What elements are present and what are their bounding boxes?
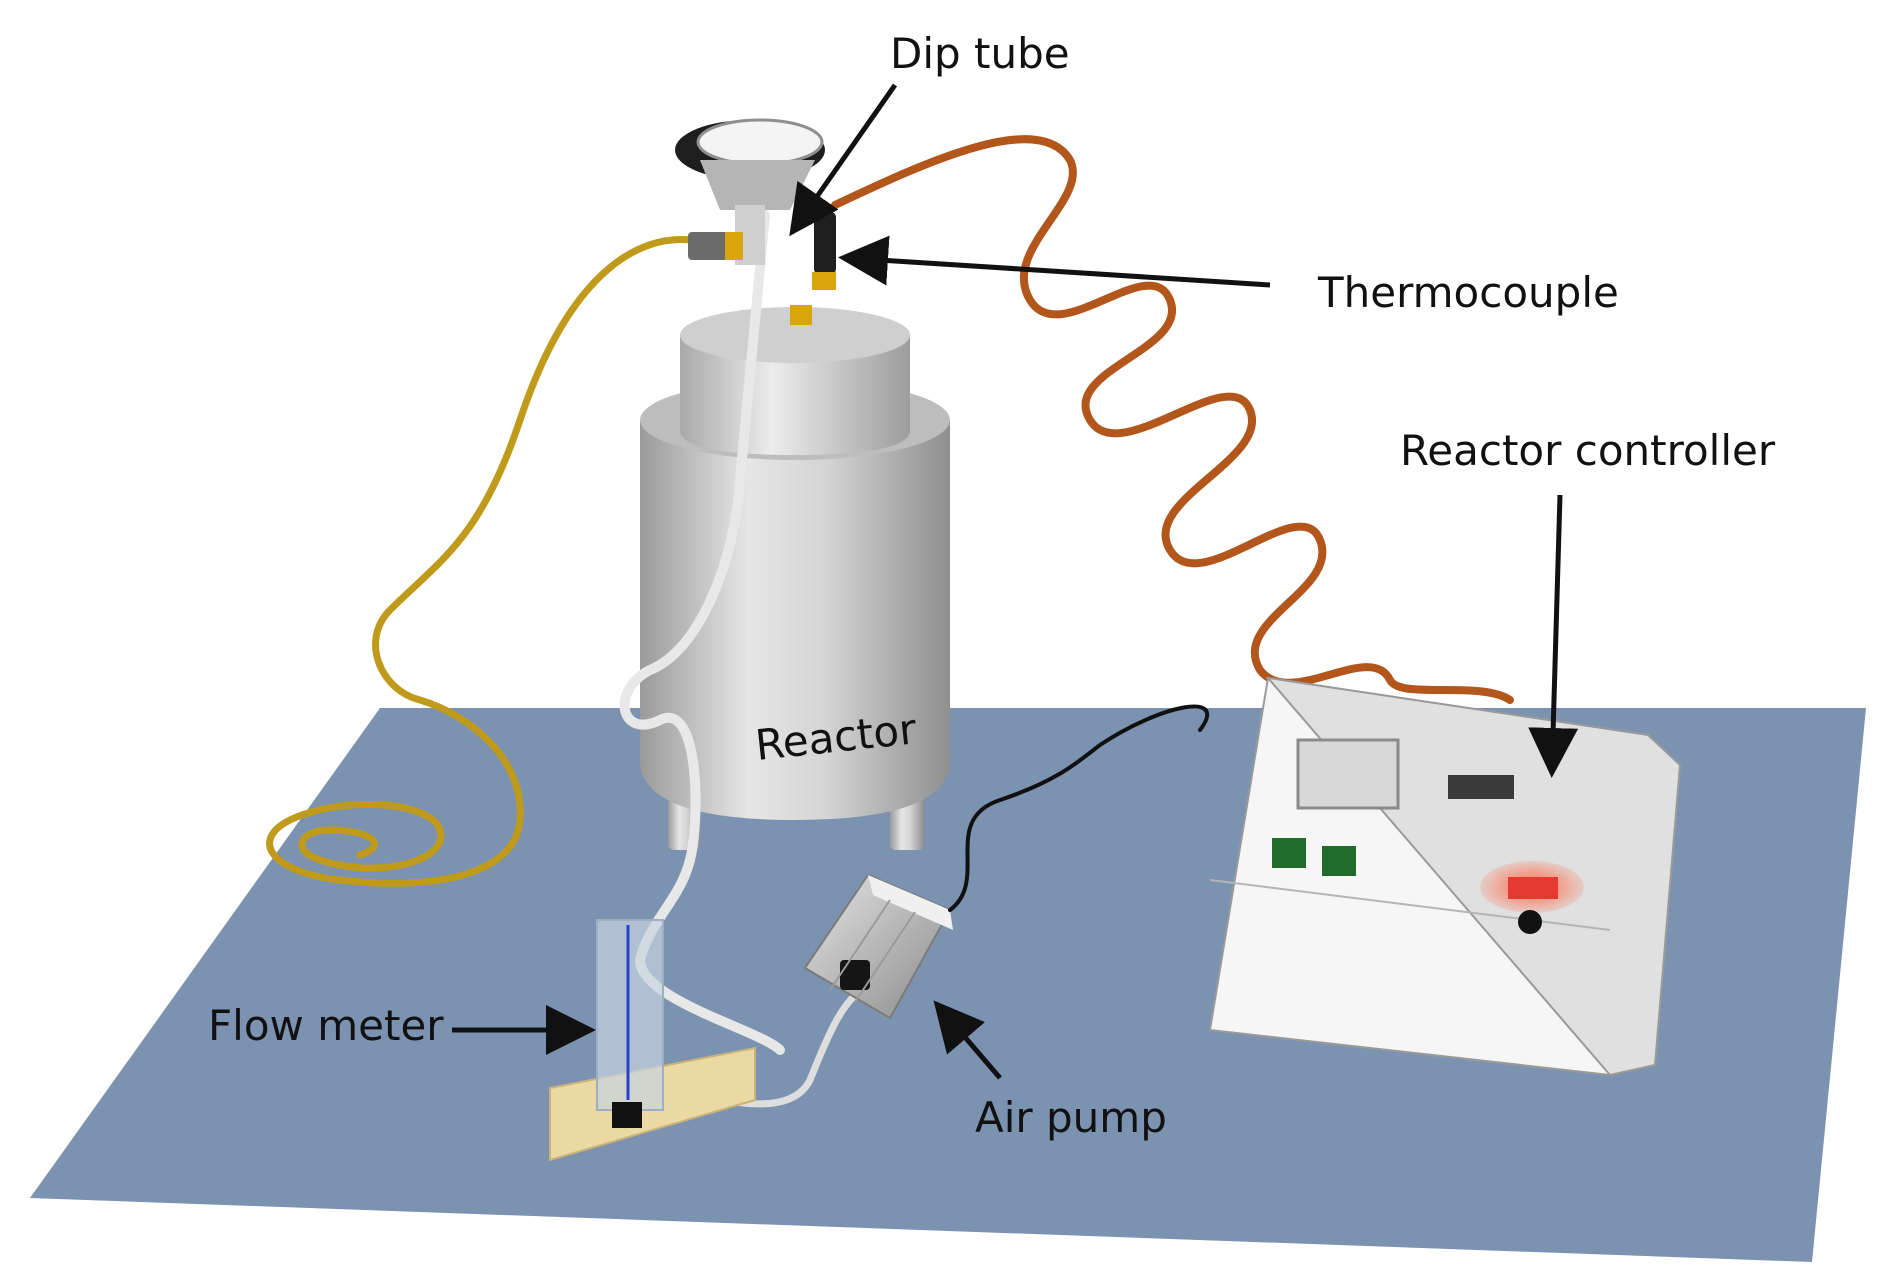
- reactor-vessel: [640, 307, 950, 850]
- flow-meter: [549, 919, 756, 1162]
- controller-readout: [1448, 775, 1514, 799]
- air-pump: [803, 873, 953, 1020]
- label-air-pump: Air pump: [975, 1093, 1167, 1142]
- label-flow-meter: Flow meter: [208, 1001, 444, 1050]
- pump-power-cable: [948, 704, 1210, 912]
- label-reactor-controller: Reactor controller: [1400, 426, 1776, 475]
- copper-coil: [831, 135, 1514, 704]
- green-button: [1322, 846, 1356, 876]
- controller-display: [1296, 738, 1400, 810]
- thermocouple-probe: [812, 212, 836, 290]
- green-button: [1272, 838, 1306, 868]
- thermocouple-arrow: [838, 235, 1271, 288]
- controller-knob: [1518, 910, 1542, 934]
- label-thermocouple: Thermocouple: [1317, 268, 1619, 317]
- dip-tube-arrow: [789, 83, 898, 237]
- label-dip-tube: Dip tube: [890, 29, 1070, 78]
- reactor-controller-box: [1208, 676, 1682, 1077]
- yellow-cable: [266, 236, 694, 887]
- red-switch: [1508, 877, 1558, 899]
- air-pump-arrow: [933, 1000, 1002, 1080]
- gauge-assembly: [675, 118, 825, 325]
- reactor-controller-arrow: [1528, 494, 1579, 778]
